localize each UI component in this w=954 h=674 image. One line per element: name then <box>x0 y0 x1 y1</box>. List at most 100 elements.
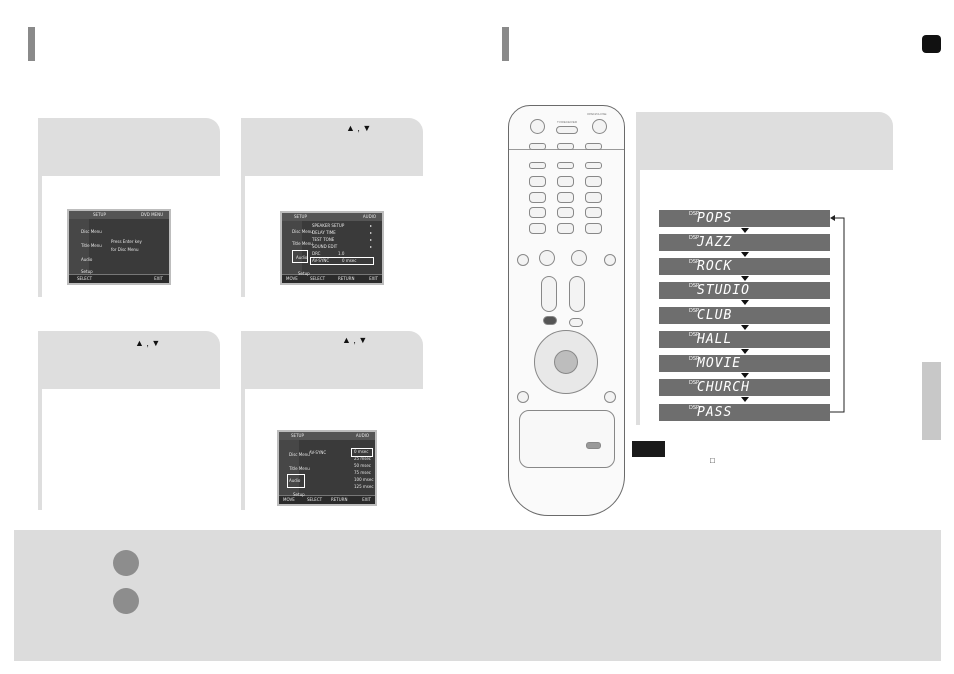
osd-screen-disc-menu: SETUP DVD MENU Disc Menu Title Menu Audi… <box>67 209 171 285</box>
tuning-rocker[interactable] <box>569 276 585 312</box>
osd-menu-item: SPEAKER SETUP <box>312 223 345 228</box>
play-pause-button[interactable] <box>571 250 587 266</box>
osd-menu-value: ▸ <box>369 237 372 242</box>
mode-tag: DSP <box>689 211 700 217</box>
mode-tag: DSP <box>689 380 700 386</box>
note-symbol: □ <box>710 456 715 465</box>
osd-footer: RETURN <box>331 497 348 502</box>
num-2-button[interactable] <box>557 176 574 187</box>
osd-footer: SELECT <box>310 276 326 281</box>
section-tab <box>922 362 941 440</box>
osd-footer: SELECT <box>77 276 93 281</box>
mode-tag: DSP <box>689 235 700 241</box>
osd-top-left: SETUP <box>93 212 106 217</box>
language-marker <box>922 35 941 53</box>
mode-name: CLUB <box>697 308 733 323</box>
skip-back-button[interactable] <box>517 254 529 266</box>
mode-tag: DSP <box>689 356 700 362</box>
remain-button[interactable] <box>529 223 546 234</box>
volume-rocker[interactable] <box>541 276 557 312</box>
dsp-eq-button[interactable] <box>586 442 601 449</box>
num-5-button[interactable] <box>557 192 574 203</box>
down-arrow-icon <box>741 349 749 354</box>
left-title-bar <box>28 27 35 61</box>
aux-button[interactable] <box>585 162 602 169</box>
osd-menu-value: ▸ <box>369 223 372 228</box>
info-button[interactable] <box>569 318 583 327</box>
skip-forward-button[interactable] <box>604 254 616 266</box>
down-arrow-icon <box>741 276 749 281</box>
menu-button[interactable] <box>543 316 557 325</box>
osd-side-item: Disc Menu <box>81 229 102 234</box>
mode-button[interactable] <box>557 143 574 150</box>
mode-tag: DSP <box>689 283 700 289</box>
down-arrow-icon <box>741 325 749 330</box>
osd-footer: EXIT <box>154 276 163 281</box>
step-3-header <box>38 331 220 389</box>
osd-top-right: AUDIO <box>362 214 376 219</box>
num-8-button[interactable] <box>557 207 574 218</box>
step-1-header <box>38 118 220 176</box>
mode-tag: DSP <box>689 332 700 338</box>
tv-dvd-switch[interactable] <box>556 126 578 134</box>
osd-option: 50 msec <box>354 463 372 468</box>
osd-menu-item: DELAY TIME <box>312 230 336 235</box>
mode-name: ROCK <box>697 259 733 274</box>
step-4-arrows: ▲ , ▼ <box>342 335 368 345</box>
mode-name: HALL <box>697 332 733 347</box>
osd-side-item: Title Menu <box>289 466 310 471</box>
dsp-step-header <box>636 112 893 170</box>
osd-top-right: DVD MENU <box>141 212 163 217</box>
osd-footer: MOVE <box>286 276 298 281</box>
num-6-button[interactable] <box>585 192 602 203</box>
osd-side-item: Title Menu <box>292 241 313 246</box>
osd-screen-av-sync: SETUP AUDIO Disc Menu Title Menu Audio S… <box>277 430 377 506</box>
tuner-button[interactable] <box>557 162 574 169</box>
dimmer-button[interactable] <box>529 162 546 169</box>
stop-button[interactable] <box>539 250 555 266</box>
down-arrow-icon <box>741 300 749 305</box>
osd-menu-item: AV-SYNC <box>309 450 327 455</box>
mode-name: PASS <box>697 405 733 420</box>
osd-side-item: Audio <box>81 257 93 262</box>
osd-menu-item: TEST TONE <box>312 237 335 242</box>
mode-name: MOVIE <box>697 356 742 371</box>
footer-band <box>14 530 941 661</box>
num-4-button[interactable] <box>529 192 546 203</box>
remote-label: TV/RECEIVER <box>557 120 578 124</box>
osd-side-highlight <box>292 250 308 263</box>
osd-option: 0 msec <box>354 449 369 454</box>
function-button-grid <box>519 410 615 468</box>
enter-button[interactable] <box>554 350 578 374</box>
num-0-button[interactable] <box>557 223 574 234</box>
return-button[interactable] <box>517 391 529 403</box>
footer-bullet-1 <box>113 550 139 576</box>
dvd-receiver-button[interactable] <box>529 143 546 150</box>
cancel-button[interactable] <box>585 223 602 234</box>
num-1-button[interactable] <box>529 176 546 187</box>
tv-video-button[interactable] <box>585 143 602 150</box>
step-4-line <box>241 389 245 510</box>
mute-button[interactable] <box>604 391 616 403</box>
open-close-button[interactable] <box>592 119 607 134</box>
osd-side-item: Disc Menu <box>292 229 313 234</box>
osd-message: for Disc Menu <box>111 247 139 252</box>
osd-top-right: AUDIO <box>355 433 369 438</box>
osd-menu-value: 1.0 <box>338 251 345 256</box>
osd-option: 125 msec <box>354 484 374 489</box>
num-7-button[interactable] <box>529 207 546 218</box>
footer-bullet-2 <box>113 588 139 614</box>
num-9-button[interactable] <box>585 207 602 218</box>
power-button[interactable] <box>530 119 545 134</box>
osd-side-item: Disc Menu <box>289 452 310 457</box>
osd-side-item: Title Menu <box>81 243 102 248</box>
num-3-button[interactable] <box>585 176 602 187</box>
osd-screen-audio-setup: SETUP AUDIO Disc Menu Title Menu Audio S… <box>280 211 384 285</box>
osd-option: 100 msec <box>354 477 374 482</box>
step-4-header <box>241 331 423 389</box>
